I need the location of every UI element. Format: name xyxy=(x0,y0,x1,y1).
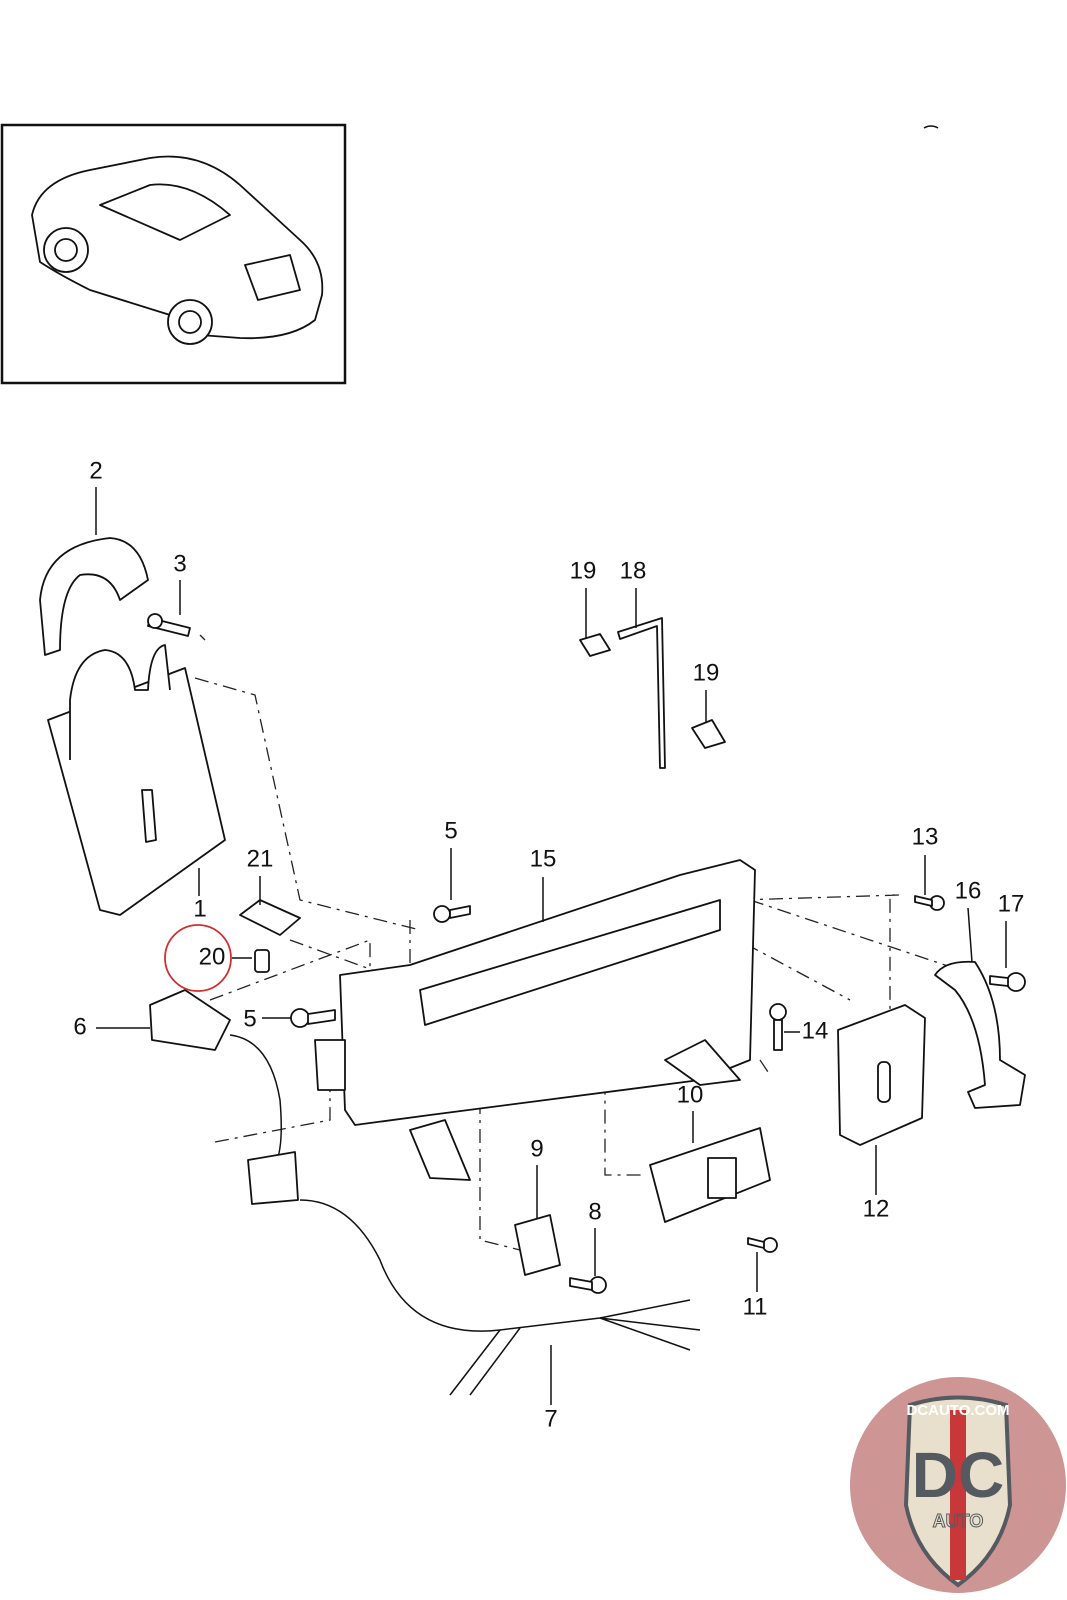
part-20-nut xyxy=(254,949,270,973)
logo-top-text: DCAUTO.COM xyxy=(906,1402,1009,1419)
part-15-frame xyxy=(314,859,756,1181)
part-14-bolt xyxy=(769,1003,787,1051)
callout-20: 20 xyxy=(199,943,226,970)
vehicle-inset xyxy=(0,123,347,385)
callout-18: 18 xyxy=(620,557,647,584)
callout-labels: 2 3 19 18 19 5 15 13 16 17 21 1 20 6 5 1… xyxy=(73,457,1024,1432)
part-21-clip xyxy=(239,899,301,936)
callout-19: 19 xyxy=(570,557,597,584)
callout-15: 15 xyxy=(530,845,557,872)
callout-11: 11 xyxy=(743,1293,768,1320)
callout-3: 3 xyxy=(173,550,186,577)
callout-5: 5 xyxy=(444,817,457,844)
part-12-control-unit xyxy=(837,1004,926,1146)
part-13-screw xyxy=(914,895,945,911)
callout-16: 16 xyxy=(955,877,982,904)
part-11-screw xyxy=(747,1237,778,1253)
part-9-bracket xyxy=(514,1214,561,1276)
highlight-circle xyxy=(164,924,232,992)
callout-19: 19 xyxy=(693,659,720,686)
corner-mark xyxy=(923,125,939,129)
part-18-rod xyxy=(617,617,666,769)
leader-lines xyxy=(95,487,1007,1405)
callout-17: 17 xyxy=(998,890,1025,917)
callout-10: 10 xyxy=(677,1081,704,1108)
dcauto-logo: DCAUTO.COM DC AUTO xyxy=(850,1377,1066,1593)
callout-1: 1 xyxy=(193,895,206,922)
callout-9: 9 xyxy=(530,1135,543,1162)
part-2-cover xyxy=(39,537,149,656)
part-8-bolt xyxy=(569,1276,607,1294)
part-1-bracket xyxy=(47,644,226,916)
callout-13: 13 xyxy=(912,823,939,850)
callout-5: 5 xyxy=(243,1005,256,1032)
part-6-sensor xyxy=(149,989,231,1051)
part-5-bolt-b xyxy=(290,1008,336,1028)
callout-6: 6 xyxy=(73,1013,86,1040)
callout-12: 12 xyxy=(863,1195,890,1222)
part-19-clip-b xyxy=(691,719,726,749)
callout-2: 2 xyxy=(89,457,102,484)
part-5-bolt-a xyxy=(433,905,471,923)
part-19-clip-a xyxy=(579,633,611,657)
callout-7: 7 xyxy=(544,1405,557,1432)
part-3-bolt xyxy=(147,613,191,637)
logo-sub-text: AUTO xyxy=(933,1511,984,1531)
car-illustration xyxy=(31,155,324,345)
part-17-bolt xyxy=(989,972,1026,992)
part-16-bracket xyxy=(934,960,1026,1109)
part-10-module xyxy=(649,1127,771,1223)
logo-stripe xyxy=(950,1410,966,1580)
part-7-harness xyxy=(229,1034,701,1396)
callout-14: 14 xyxy=(802,1017,829,1044)
callout-21: 21 xyxy=(247,845,274,872)
logo-main-text: DC xyxy=(912,1439,1004,1511)
callout-8: 8 xyxy=(588,1198,601,1225)
